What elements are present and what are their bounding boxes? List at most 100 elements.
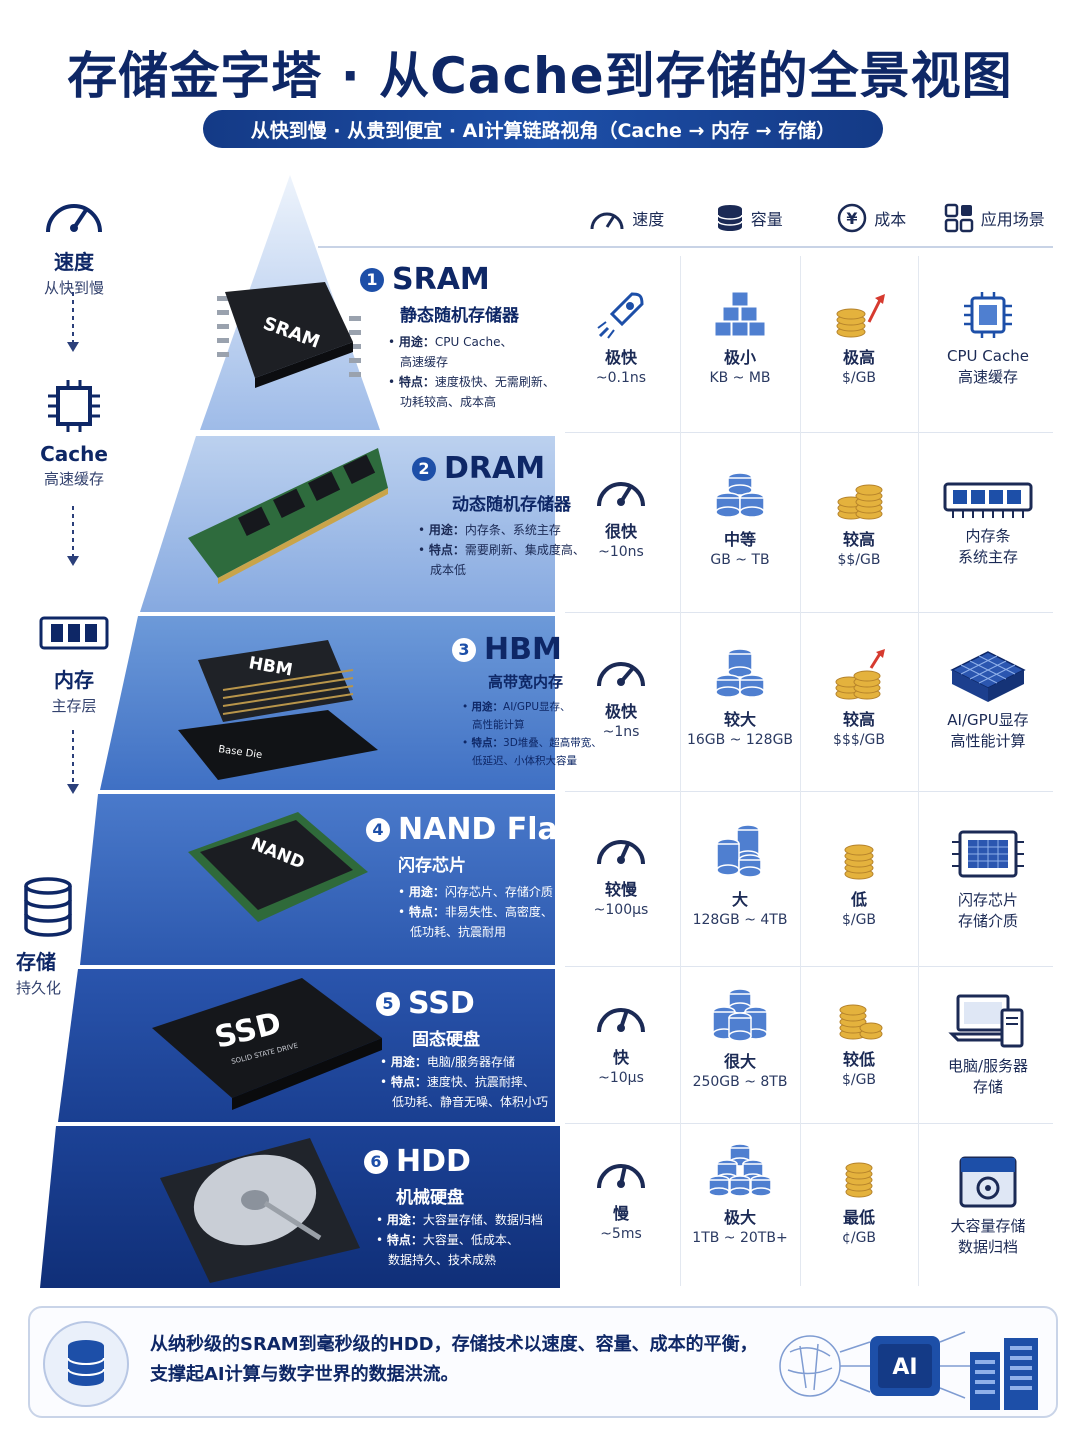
capacity-value: 250GB ~ 8TB	[692, 1074, 788, 1090]
tier-cn-name: 动态随机存储器	[452, 495, 571, 515]
application-line1: AI/GPU显存	[947, 711, 1029, 729]
tier-sram-bullets: • 用途：CPU Cache、 高速缓存 • 特点：速度极快、无需刷新、 功耗较…	[388, 332, 555, 412]
hard-drive-archive-icon	[959, 1156, 1017, 1208]
bullet-feature-cont: 功耗较高、成本高	[400, 395, 497, 409]
speed-level: 快	[612, 1048, 629, 1067]
column-cost-label: 成本	[874, 210, 907, 229]
tier-name: DRAM	[444, 451, 546, 486]
bullet-feature: • 特点：非易失性、高密度、	[398, 905, 553, 919]
cell-cost: 极高 $/GB	[804, 288, 914, 386]
rail-memory-sub: 主存层	[51, 697, 97, 715]
cell-speed: 极快 ~0.1ns	[566, 288, 676, 386]
bullet-feature-cont: 低功耗、静音无噪、体积小巧	[392, 1095, 549, 1109]
database-icon	[24, 877, 72, 937]
coins-icon	[844, 844, 874, 880]
tier-dram-bullets: • 用途：内存条、系统主存 • 特点：需要刷新、集成度高、 成本低	[418, 520, 585, 580]
cell-application: 电脑/服务器 存储	[922, 990, 1054, 1098]
capacity-value: KB ~ MB	[709, 370, 771, 386]
database-stack-icon	[716, 824, 762, 878]
tier-hbm-bullets: • 用途：AI/GPU显存、 高性能计算 • 特点：3D堆叠、超高带宽、 低延迟…	[462, 698, 602, 770]
cost-level: 低	[850, 890, 867, 909]
rail-cache-sub: 高速缓存	[43, 470, 104, 488]
application-line2: 数据归档	[957, 1238, 1018, 1256]
application-line2: 高性能计算	[950, 732, 1026, 750]
ram-icon	[39, 616, 109, 650]
bullet-use: • 用途：AI/GPU显存、	[462, 701, 571, 713]
bullet-use: • 用途：大容量存储、数据归档	[376, 1213, 543, 1227]
coins-icon	[845, 1162, 873, 1198]
row-divider	[565, 1123, 1053, 1124]
cost-value: ¢/GB	[841, 1230, 877, 1246]
speed-level: 极快	[604, 702, 637, 721]
bullet-feature: • 特点：速度极快、无需刷新、	[388, 375, 555, 389]
column-capacity-label: 容量	[750, 210, 783, 229]
dram-module-image	[188, 448, 388, 584]
yen-icon: ¥	[837, 203, 867, 233]
rail-cache: Cache 高速缓存	[20, 378, 128, 489]
row-divider	[565, 966, 1053, 967]
bullet-use: • 用途：闪存芯片、存储介质	[398, 885, 553, 899]
tier-number-badge: 6	[364, 1149, 388, 1174]
column-divider	[680, 256, 681, 1286]
bullet-feature-cont: 低延迟、小体积大容量	[472, 755, 577, 767]
cell-cost: 低 $/GB	[804, 830, 914, 928]
application-line2: 高速缓存	[957, 368, 1018, 386]
speedometer-icon	[597, 1008, 645, 1033]
down-arrow-icon	[67, 292, 79, 352]
capacity-level: 较大	[723, 710, 756, 729]
nand-chip-image	[188, 812, 368, 922]
cell-capacity: 较大 16GB ~ 128GB	[684, 646, 796, 748]
column-speed-label: 速度	[632, 210, 665, 229]
tier-name: SSD	[408, 986, 475, 1021]
tier-dram-heading: 2 DRAM 动态随机存储器	[412, 451, 571, 515]
summary-text: 从纳秒级的SRAM到毫秒级的HDD，存储技术以速度、容量、成本的平衡， 支撑起A…	[150, 1330, 770, 1390]
summary-line1: 从纳秒级的SRAM到毫秒级的HDD，存储技术以速度、容量、成本的平衡，	[150, 1334, 758, 1355]
capacity-level: 极小	[723, 348, 756, 367]
pyramid-graphic: SRAM HBM Base Die NAND SSD SOLID STATE D…	[40, 175, 580, 1288]
speed-value: ~10μs	[598, 1070, 644, 1086]
row-divider	[565, 612, 1053, 613]
grid-icon	[944, 203, 973, 233]
table-header: 速度 容量 ¥ 成本 应用场景	[565, 190, 1055, 246]
speedometer-icon	[597, 840, 645, 865]
cell-cost: 最低 ¢/GB	[804, 1150, 914, 1246]
row-divider	[565, 791, 1053, 792]
flash-chip-icon	[952, 830, 1024, 878]
bullet-use-cont: 高速缓存	[400, 355, 449, 369]
speed-value: ~1ns	[602, 724, 640, 740]
tier-number-badge: 1	[360, 267, 384, 292]
speedometer-icon	[597, 482, 645, 507]
cell-application: CPU Cache 高速缓存	[922, 290, 1054, 388]
cell-capacity: 大 128GB ~ 4TB	[684, 822, 796, 928]
cell-speed: 较慢 ~100μs	[566, 822, 676, 918]
cell-cost: 较高 $$$/GB	[804, 646, 914, 748]
rail-storage-sub: 持久化	[16, 979, 62, 997]
coins-up-icon	[835, 649, 885, 700]
coins-up-icon	[836, 294, 885, 338]
speed-level: 很快	[604, 522, 637, 541]
cost-value: $/GB	[841, 370, 877, 386]
cell-speed: 极快 ~1ns	[566, 644, 676, 740]
application-line2: 系统主存	[957, 548, 1018, 566]
speedometer-icon	[590, 212, 624, 230]
bullet-feature-cont: 低功耗、抗震耐用	[410, 925, 507, 939]
bullet-use: • 用途：内存条、系统主存	[418, 523, 561, 537]
bullet-feature: • 特点：速度快、抗震耐摔、	[380, 1075, 535, 1089]
application-line2: 存储介质	[957, 912, 1018, 930]
speed-value: ~10ns	[598, 544, 644, 560]
tier-name: HBM	[484, 632, 562, 667]
rail-speed: 速度 从快到慢	[20, 188, 128, 298]
bullet-feature: • 特点：需要刷新、集成度高、	[418, 543, 585, 557]
tier-number-badge: 2	[412, 456, 436, 481]
cell-application: 大容量存储 数据归档	[922, 1150, 1054, 1258]
cell-capacity: 中等 GB ~ TB	[684, 470, 796, 568]
rail-cache-title: Cache	[40, 442, 108, 466]
subtitle-banner: 从快到慢 · 从贵到便宜 · AI计算链路视角（Cache → 内存 → 存储）	[203, 110, 883, 148]
tier-ssd-bullets: • 用途：电脑/服务器存储 • 特点：速度快、抗震耐摔、 低功耗、静音无噪、体积…	[380, 1052, 548, 1112]
coins-icon	[839, 1004, 883, 1040]
application-line1: 内存条	[965, 527, 1011, 545]
